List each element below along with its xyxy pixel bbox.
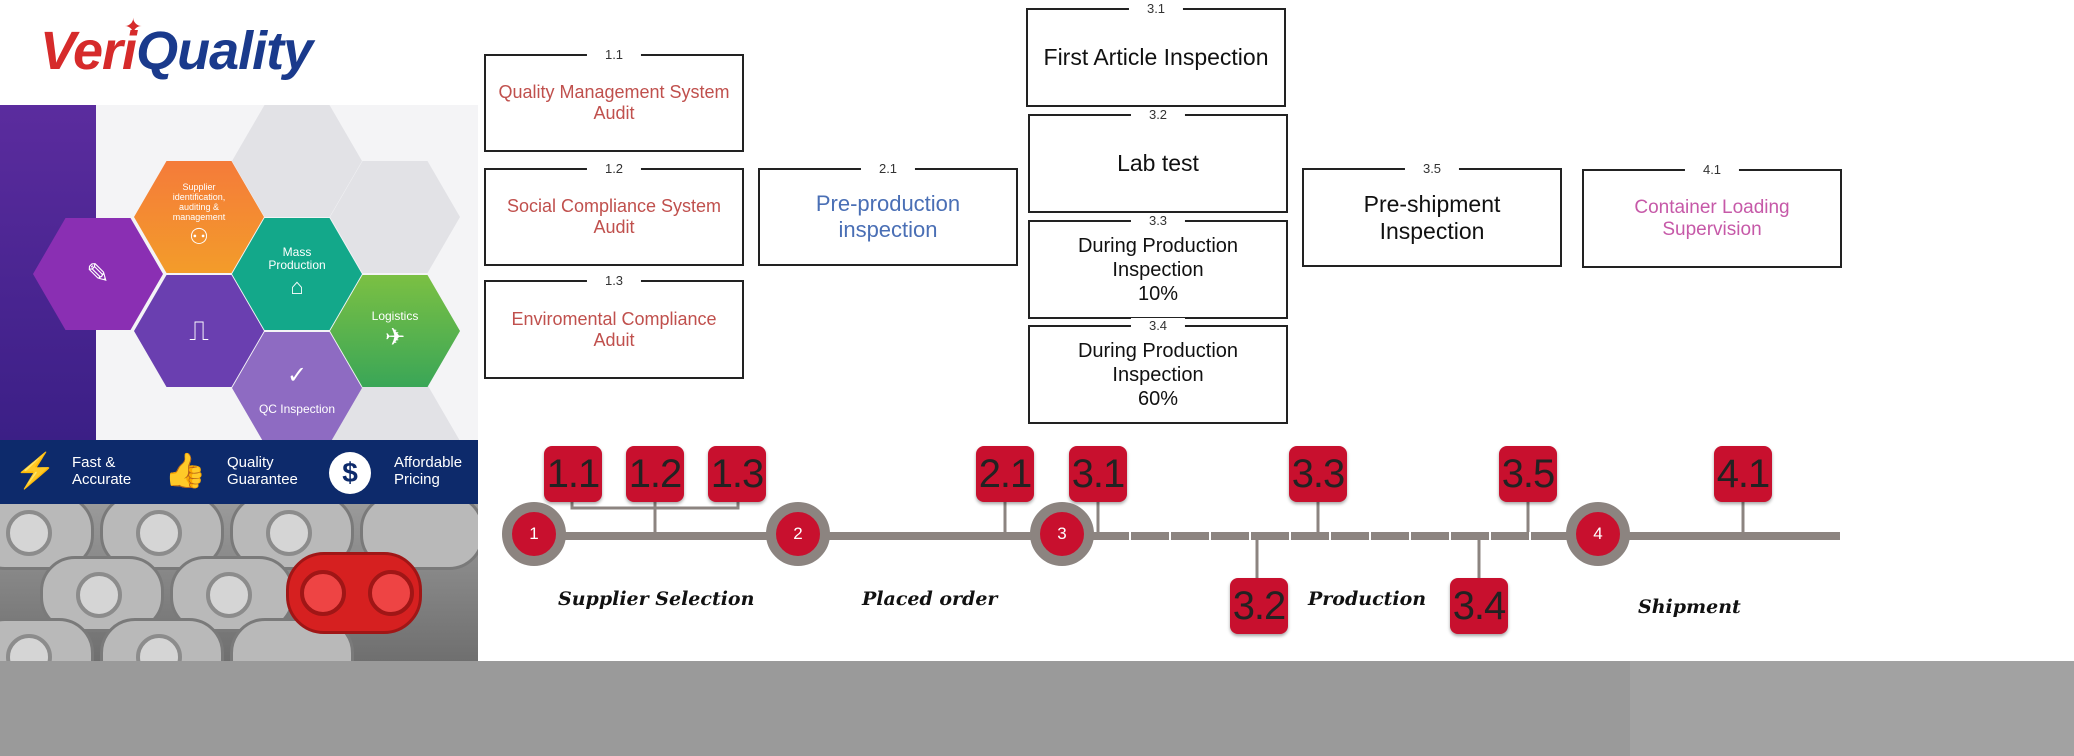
inspection-box-1-3: 1.3 Enviromental Compliance Aduit <box>484 273 744 379</box>
timeline-node-4: 4 <box>1566 502 1630 566</box>
timeline-badge-3-3: 3.3 <box>1289 446 1347 502</box>
inspection-box-1-1: 1.1 Quality Management System Audit <box>484 47 744 152</box>
stage-label-placed-order: Placed order <box>862 588 998 610</box>
logo-wordmark: VeriQuality <box>40 21 313 81</box>
inspection-box-3-5: 3.5 Pre-shipment Inspection <box>1302 161 1562 267</box>
check-icon: ✓ <box>286 361 308 389</box>
verifquality-logo: VeriQuality ✦ <box>36 14 346 89</box>
timeline-badge-1-3: 1.3 <box>708 446 766 502</box>
footer-band <box>0 661 2074 756</box>
inspection-box-4-1: 4.1 Container Loading Supervision <box>1582 162 1842 268</box>
inspection-box-3-2: 3.2 Lab test <box>1028 107 1288 213</box>
wrench-icon: ✎ <box>86 258 110 289</box>
timeline-badge-2-1: 2.1 <box>976 446 1034 502</box>
timeline-badge-3-5: 3.5 <box>1499 446 1557 502</box>
inspection-box-3-1: 3.1 First Article Inspection <box>1026 1 1286 107</box>
lightning-icon: ⚡ <box>14 452 57 490</box>
stage-label-shipment: Shipment <box>1638 596 1741 618</box>
factory-icon: ⌂ <box>290 274 304 299</box>
services-hexagon-graphic: ✎ Supplier identification, auditing & ma… <box>0 105 478 440</box>
hex-supplier: Supplier identification, auditing & mana… <box>134 161 264 273</box>
stage-label-production: Production <box>1308 588 1427 610</box>
thumbs-up-icon: 👍 <box>164 452 207 490</box>
inspection-box-2-1: 2.1 Pre-production inspection <box>758 161 1018 266</box>
timeline-badge-3-2: 3.2 <box>1230 578 1288 634</box>
timeline-node-1: 1 <box>502 502 566 566</box>
feature-fast-accurate: Fast &Accurate <box>72 454 132 488</box>
timeline-badge-3-1: 3.1 <box>1069 446 1127 502</box>
timeline-track <box>530 502 1840 578</box>
signal-icon: ⎍ <box>189 315 209 346</box>
people-icon: ⚇ <box>189 224 209 249</box>
timeline-node-2: 2 <box>766 502 830 566</box>
timeline-node-3: 3 <box>1030 502 1094 566</box>
chain-photo <box>0 504 478 661</box>
timeline-badge-3-4: 3.4 <box>1450 578 1508 634</box>
timeline-badge-1-2: 1.2 <box>626 446 684 502</box>
timeline-badge-4-1: 4.1 <box>1714 446 1772 502</box>
process-timeline: 1.1 1.2 1.3 2.1 3.1 3.3 3.5 4.1 3.2 3.4 … <box>490 430 1860 640</box>
star-icon: ✦ <box>124 14 143 39</box>
timeline-badge-1-1: 1.1 <box>544 446 602 502</box>
dollar-icon: $ <box>329 452 371 494</box>
inspection-box-1-2: 1.2 Social Compliance System Audit <box>484 161 744 266</box>
stage-label-supplier-selection: Supplier Selection <box>558 588 755 610</box>
airplane-icon: ✈ <box>384 323 406 351</box>
